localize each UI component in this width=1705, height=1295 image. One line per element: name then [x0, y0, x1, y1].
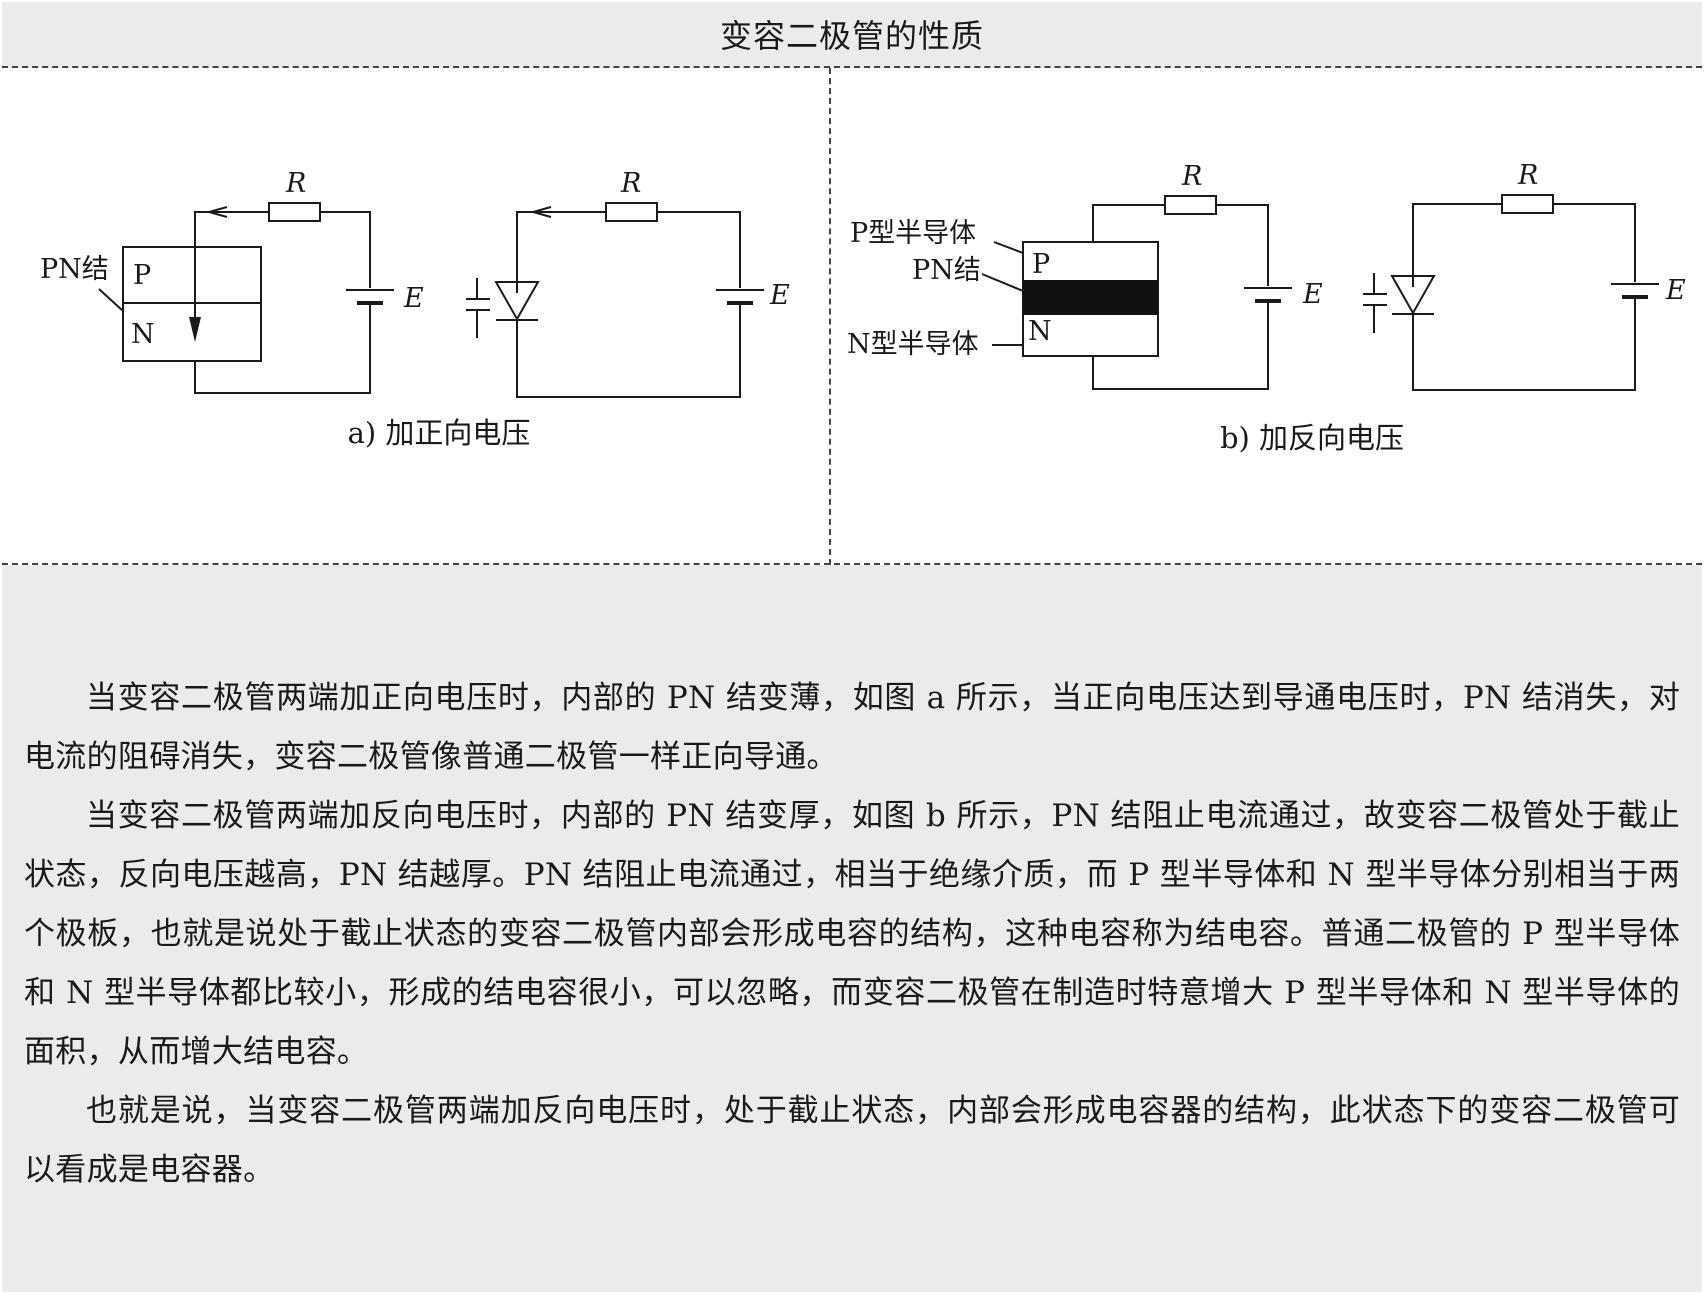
figure-a-junction-circuit	[98, 202, 394, 394]
wire-top-left	[1412, 203, 1502, 287]
wire-top-right	[657, 211, 741, 288]
diode-triangle-icon	[1390, 275, 1436, 316]
p-semi-leader-line	[993, 241, 1024, 254]
wire-top-right	[1553, 203, 1636, 282]
p-region-label: P	[1032, 249, 1050, 280]
resistor	[1164, 195, 1217, 215]
wire-arrow	[205, 206, 228, 218]
battery-label: E	[1665, 275, 1686, 306]
wire-bottom	[1412, 299, 1636, 391]
resistor-label: R	[285, 168, 306, 199]
figure-a-caption: a) 加正向电压	[348, 416, 531, 450]
wire-top-left	[194, 211, 269, 247]
paragraph: 也就是说，当变容二极管两端加反向电压时，处于截止状态，内部会形成电容器的结构，此…	[24, 1093, 1680, 1188]
paragraph: 当变容二极管两端加正向电压时，内部的 PN 结变薄，如图 a 所示，当正向电压达…	[24, 680, 1680, 775]
n-region-label: N	[131, 319, 155, 350]
p-region-label: P	[133, 260, 151, 291]
figure-area: PN结 P N R E R E a) 加正向电压	[2, 68, 1702, 565]
n-region-label: N	[1028, 316, 1052, 347]
figure-divider	[829, 68, 831, 565]
wire-top-right	[1216, 204, 1269, 286]
p-semi-label: P型半导体	[850, 218, 976, 249]
wire-arrow	[529, 206, 552, 218]
pn-label: PN结	[912, 255, 981, 286]
diode-triangle-icon	[494, 281, 540, 322]
title-text: 变容二极管的性质	[719, 17, 984, 55]
figure-a-varactor-circuit	[466, 202, 764, 398]
figure-svg: PN结 P N R E R E a) 加正向电压	[40, 160, 1686, 455]
resistor	[605, 202, 658, 222]
figure-b-varactor-circuit	[1363, 194, 1659, 391]
figure-b-junction-circuit	[981, 195, 1292, 390]
n-semi-label: N型半导体	[847, 329, 979, 360]
resistor-label: R	[1517, 160, 1538, 191]
depletion-region	[1023, 280, 1158, 315]
page-title: 变容二极管的性质	[2, 2, 1702, 68]
resistor	[268, 202, 321, 222]
wire-top-left	[516, 211, 606, 293]
wire-bottom	[194, 305, 371, 394]
wire-bottom	[516, 305, 741, 398]
explanation-text: 当变容二极管两端加正向电压时，内部的 PN 结变薄，如图 a 所示，当正向电压达…	[2, 565, 1702, 1292]
battery-label: E	[769, 280, 790, 311]
wire-top-right	[320, 211, 371, 288]
battery-label: E	[1302, 279, 1323, 310]
figure-b-caption: b) 加反向电压	[1220, 421, 1404, 455]
resistor	[1501, 194, 1554, 214]
pn-leader-line	[981, 273, 1024, 292]
resistor-label: R	[620, 168, 641, 199]
wire-top-left	[1092, 204, 1165, 242]
resistor-label: R	[1181, 161, 1202, 192]
pn-leader-line	[98, 288, 124, 312]
current-arrow-head	[189, 317, 201, 342]
wire-bottom	[1092, 303, 1269, 390]
paragraph: 当变容二极管两端加反向电压时，内部的 PN 结变厚，如图 b 所示，PN 结阻止…	[24, 798, 1680, 1070]
battery-label: E	[403, 283, 424, 314]
pn-label: PN结	[40, 254, 109, 285]
